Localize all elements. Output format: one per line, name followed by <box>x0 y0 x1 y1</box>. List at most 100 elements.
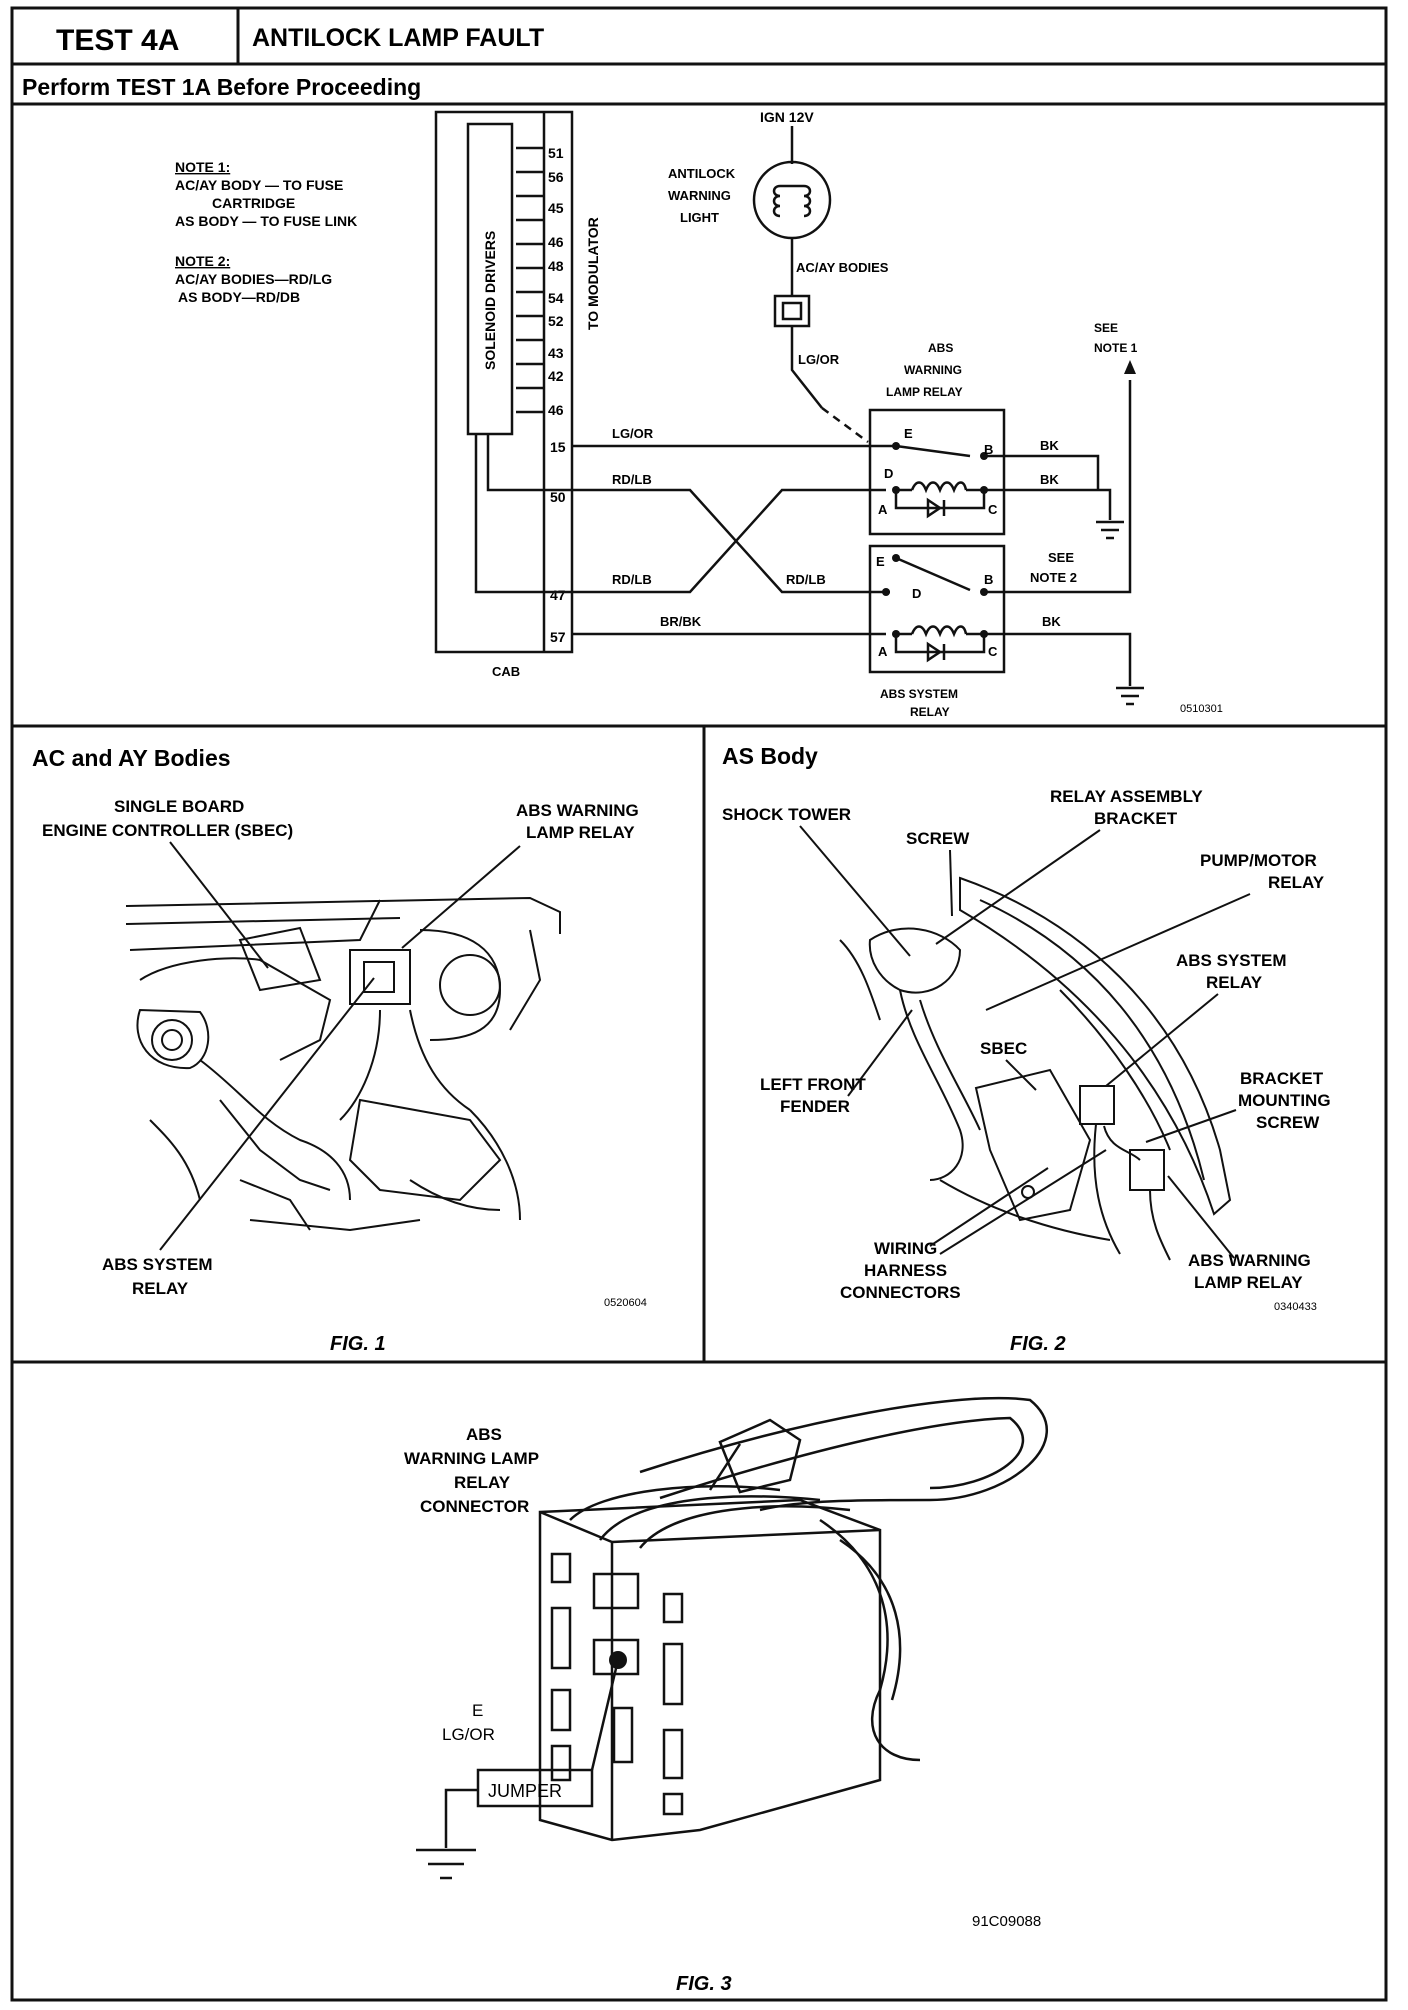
fig1-lamp-relay-line1: ABS WARNING <box>516 801 639 820</box>
wiring-schematic: NOTE 1: AC/AY BODY — TO FUSE CARTRIDGE A… <box>175 109 1223 719</box>
fig2-pump-relay-line1: PUMP/MOTOR <box>1200 851 1317 870</box>
abs-system-relay <box>868 544 1006 674</box>
fig3-connector-line3: RELAY <box>454 1473 511 1492</box>
relay1-terminals <box>892 442 988 494</box>
fig1-title: AC and AY Bodies <box>32 745 231 771</box>
relay1-term-b: B <box>984 442 993 457</box>
fig3-connector-line4: CONNECTOR <box>420 1497 529 1516</box>
wire-label: BK <box>1042 614 1061 629</box>
see-note1-line2: NOTE 1 <box>1094 341 1138 355</box>
fig2-panel: AS Body SHOCK TOWER SCREW RELAY ASSEMBLY… <box>722 743 1331 1355</box>
note1-line3: AS BODY — TO FUSE LINK <box>175 213 357 229</box>
fig3-panel: ABS WARNING LAMP RELAY CONNECTOR E LG/OR… <box>404 1396 1048 1995</box>
to-modulator-label: TO MODULATOR <box>585 217 601 330</box>
ground-symbol <box>416 1848 476 1880</box>
fig2-caption: FIG. 2 <box>1010 1333 1066 1355</box>
fig1-caption: FIG. 1 <box>330 1333 386 1355</box>
relay1-label-line2: WARNING <box>904 363 962 377</box>
note2-title: NOTE 2: <box>175 253 230 269</box>
pin-47-label: 47 <box>550 587 566 603</box>
see-note1-arrow <box>1124 360 1136 374</box>
wire-label: BK <box>1040 438 1059 453</box>
ground-symbol <box>1116 686 1144 706</box>
relay2-term-d: D <box>912 586 921 601</box>
pin-57-label: 57 <box>550 629 566 645</box>
fig2-bracket-line1: BRACKET <box>1240 1069 1324 1088</box>
pin-label: 54 <box>548 290 564 306</box>
note1-line2: CARTRIDGE <box>212 195 295 211</box>
pin-label: 46 <box>548 402 564 418</box>
note1-title: NOTE 1: <box>175 159 230 175</box>
fig2-bracket-line2: MOUNTING <box>1238 1091 1331 1110</box>
lamp-label-line2: WARNING <box>668 188 731 203</box>
note2-line1: AC/AY BODIES—RD/LG <box>175 271 332 287</box>
fender-illustration <box>839 876 1232 1261</box>
wire-label: RD/LB <box>786 572 826 587</box>
wire-color-labels: LG/OR LG/OR RD/LB RD/LB RD/LB BR/BK BK B… <box>612 352 1061 629</box>
relay1-label-line1: ABS <box>928 341 953 355</box>
fig2-harness-line1: WIRING <box>874 1239 937 1258</box>
lamp-label-line1: ANTILOCK <box>668 166 736 181</box>
relay2-term-b: B <box>984 572 993 587</box>
pin-label: 43 <box>548 345 564 361</box>
fig2-screw: SCREW <box>906 829 970 848</box>
fig2-leader-lines <box>799 825 1251 1259</box>
wire-label: BK <box>1040 472 1059 487</box>
see-note2-line2: NOTE 2 <box>1030 570 1077 585</box>
fig2-pump-relay-line2: RELAY <box>1268 873 1325 892</box>
relay2-terminals <box>882 554 988 638</box>
jumper-label: JUMPER <box>488 1781 562 1801</box>
fig3-caption: FIG. 3 <box>676 1973 732 1995</box>
fig2-title: AS Body <box>722 743 818 769</box>
fig2-lamp-relay-line1: ABS WARNING <box>1188 1251 1311 1270</box>
fig2-bracket-line3: SCREW <box>1256 1113 1320 1132</box>
schematic-wires <box>474 126 1132 686</box>
page-subtitle: Perform TEST 1A Before Proceeding <box>22 74 421 100</box>
page-frame <box>10 6 1388 2002</box>
fig1-code: 0520604 <box>604 1297 647 1309</box>
fig2-code: 0340433 <box>1274 1301 1317 1313</box>
fig2-abs-system-line2: RELAY <box>1206 973 1263 992</box>
relay2-term-a: A <box>878 644 888 659</box>
cab-module <box>434 110 574 654</box>
cab-pin-numbers: 51 56 45 46 48 54 52 43 42 46 15 50 47 5… <box>548 145 566 645</box>
relay2-label-line1: ABS SYSTEM <box>880 687 958 701</box>
engine-bay-illustration <box>125 896 561 1232</box>
note2-line2: AS BODY—RD/DB <box>178 289 300 305</box>
ground-symbol <box>1096 520 1124 540</box>
relay2-label-line2: RELAY <box>910 705 950 719</box>
fig1-sbec-line2: ENGINE CONTROLLER (SBEC) <box>42 821 293 840</box>
relay2-term-c: C <box>988 644 998 659</box>
fig1-leader-lines <box>159 841 521 1251</box>
fig3-terminal-e: E <box>472 1701 483 1720</box>
wire-label: LG/OR <box>798 352 840 367</box>
wire-label: RD/LB <box>612 472 652 487</box>
pin-label: 51 <box>548 145 564 161</box>
pin-15-label: 15 <box>550 439 566 455</box>
schematic-notes: NOTE 1: AC/AY BODY — TO FUSE CARTRIDGE A… <box>175 159 357 305</box>
fig2-lamp-relay-line2: LAMP RELAY <box>1194 1273 1303 1292</box>
cab-label: CAB <box>492 664 520 679</box>
see-note1-line1: SEE <box>1094 321 1118 335</box>
fig1-sbec-line1: SINGLE BOARD <box>114 797 244 816</box>
fig3-code: 91C09088 <box>972 1913 1041 1930</box>
see-note2-line1: SEE <box>1048 550 1074 565</box>
lamp-label-line3: LIGHT <box>680 210 719 225</box>
pin-label: 45 <box>548 200 564 216</box>
pin-label: 42 <box>548 368 564 384</box>
fig2-sbec: SBEC <box>980 1039 1027 1058</box>
pin-label: 56 <box>548 169 564 185</box>
wire-label: RD/LB <box>612 572 652 587</box>
fig2-harness-line2: HARNESS <box>864 1261 947 1280</box>
fig2-relay-assembly-line1: RELAY ASSEMBLY <box>1050 787 1203 806</box>
pin-label: 48 <box>548 258 564 274</box>
bodies-connector <box>773 294 811 328</box>
fig3-connector-line1: ABS <box>466 1425 502 1444</box>
fig2-abs-system-line1: ABS SYSTEM <box>1176 951 1287 970</box>
solenoid-drivers-label: SOLENOID DRIVERS <box>482 231 498 370</box>
relay2-term-e: E <box>876 554 885 569</box>
fig2-shock-tower: SHOCK TOWER <box>722 805 851 824</box>
fig1-sys-relay-line1: ABS SYSTEM <box>102 1255 213 1274</box>
ign-12v-label: IGN 12V <box>760 109 814 125</box>
